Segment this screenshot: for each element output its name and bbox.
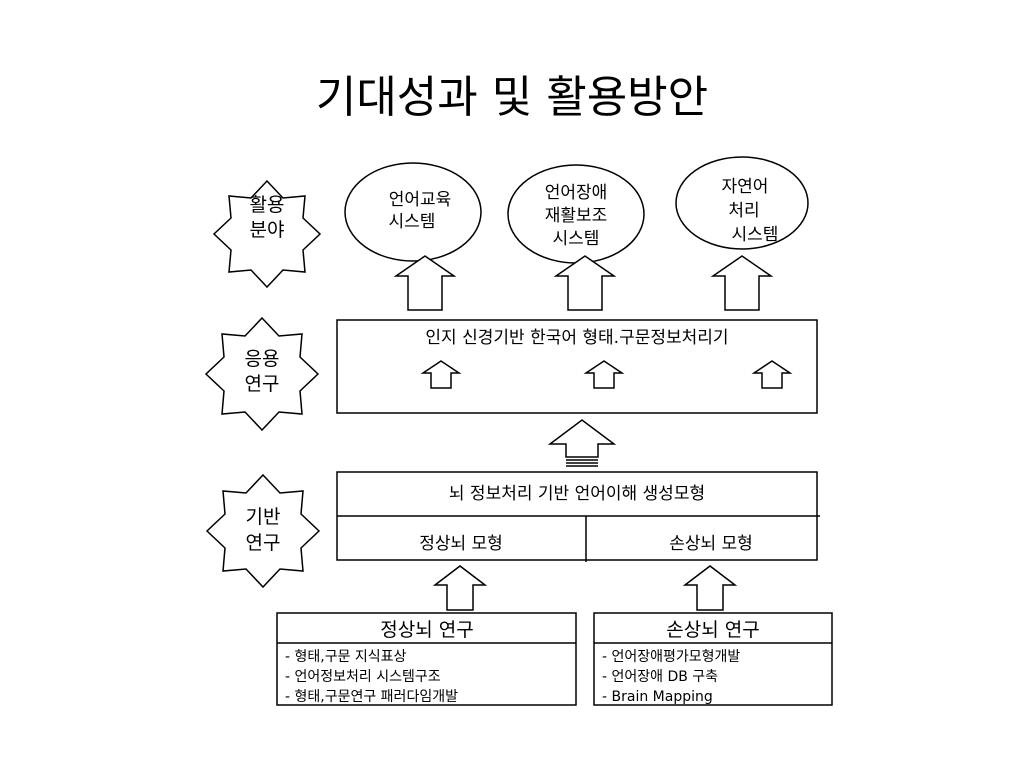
basic-research-box: 뇌 정보처리 기반 언어이해 생성모형 정상뇌 모형 손상뇌 모형 [336,471,820,562]
research-item: - 언어장애평가모형개발 [602,649,740,665]
damaged-brain-research-box: 손상뇌 연구 - 언어장애평가모형개발 - 언어장애 DB 구축 - Brain… [593,612,833,706]
normal-brain-model: 정상뇌 모형 [419,534,503,554]
application-nlp-system: 자연어 처리 시스템 [675,156,809,250]
ellipse-line: 언어장애 [545,183,608,203]
damaged-brain-model: 손상뇌 모형 [669,534,753,554]
application-language-disorder-rehab-system: 언어장애 재활보조 시스템 [507,164,645,264]
research-item: - 언어정보처리 시스템구조 [285,669,441,685]
up-arrow-icon [682,565,738,611]
research-item: - Brain Mapping [602,689,713,705]
up-arrow-icon [553,255,617,311]
badge-label-line: 활용 [250,194,285,216]
slide-title: 기대성과 및 활용방안 [316,72,708,123]
ellipse-line: 언어교육 [389,190,452,210]
research-item: - 언어장애 DB 구축 [602,669,718,685]
ellipse-line: 자연어 [722,177,769,197]
ellipse-line: 시스템 [389,212,436,232]
research-item: - 형태,구문 지식표상 [285,649,407,665]
ellipse-line: 시스템 [553,229,600,249]
badge-label-line: 응용 [245,348,280,370]
normal-brain-research-title: 정상뇌 연구 [380,619,473,641]
ellipse-line: 재활보조 [545,206,608,226]
badge-label-line: 연구 [246,532,281,554]
applied-box-title: 인지 신경기반 한국어 형태.구문정보처리기 [425,328,728,348]
basic-box-title: 뇌 정보처리 기반 언어이해 생성모형 [449,484,705,504]
badge-label-line: 기반 [246,506,281,528]
badge-label-line: 연구 [245,373,280,395]
badge-basic-research: 기반 연구 [205,473,321,589]
applied-research-box: 인지 신경기반 한국어 형태.구문정보처리기 [336,319,818,414]
up-arrow-icon [393,255,457,311]
damaged-brain-research-title: 손상뇌 연구 [666,619,759,641]
normal-brain-research-box: 정상뇌 연구 - 형태,구문 지식표상 - 언어정보처리 시스템구조 - 형태,… [276,612,577,706]
badge-application-field: 활용 분야 [212,179,322,289]
badge-applied-research: 응용 연구 [204,316,320,432]
up-arrow-icon [710,255,774,311]
striped-up-arrow-icon [547,419,617,467]
application-language-education-system: 언어교육 시스템 [344,162,482,262]
badge-label-line: 분야 [250,219,285,241]
research-item: - 형태,구문연구 패러다임개발 [285,689,458,705]
up-arrow-icon [432,565,488,611]
up-arrow-icon [751,360,793,389]
ellipse-line: 처리 [728,201,759,221]
up-arrow-icon [583,360,625,389]
up-arrow-icon [420,360,462,389]
ellipse-line: 시스템 [732,225,779,245]
